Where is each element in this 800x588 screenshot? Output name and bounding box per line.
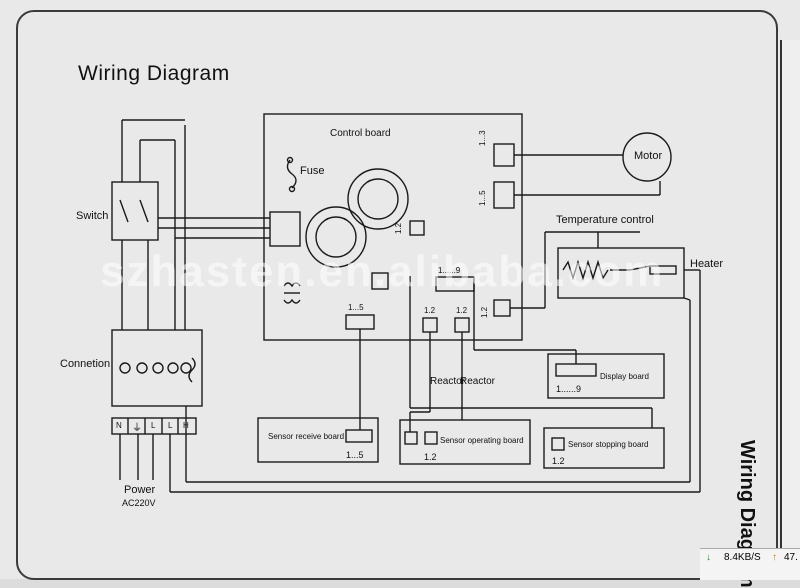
- page-title: Wiring Diagram: [78, 62, 230, 85]
- sensor-stopping-box: [543, 427, 665, 469]
- transformer-ring-1: [347, 168, 409, 230]
- temperature-control-label: Temperature control: [556, 214, 654, 226]
- reactor-b-label: Reactor: [460, 376, 496, 387]
- switch-box: [111, 181, 159, 241]
- sensor-operating-box: [399, 419, 531, 465]
- motor-pins-label: 1...3: [478, 130, 487, 146]
- temp-pins-label: 1...5: [478, 190, 487, 206]
- reactor-a-label: Reactor: [430, 376, 466, 387]
- connection-box: [111, 329, 203, 407]
- motor-connector: [493, 143, 515, 167]
- reactor-pins-b-label: 1.2: [456, 306, 468, 315]
- display-pins-board-label: 1......9: [438, 266, 461, 275]
- control-board-label: Control board: [330, 128, 391, 139]
- terminal-block: [111, 417, 197, 435]
- small-connector-2: [371, 272, 389, 290]
- sensor-receive-connector: [345, 314, 375, 330]
- transformer-ring-2: [305, 206, 367, 268]
- download-status-bar: ↓ 8.4KB/S ↑ 47.: [700, 548, 800, 580]
- transformer-coil: [283, 282, 301, 304]
- sensor-stopping-pins-label: 1.2: [552, 456, 565, 466]
- motor-circle: [622, 132, 672, 182]
- connection-label: Connetion: [60, 358, 111, 370]
- terminal-ground: ⏚: [132, 423, 142, 434]
- sensor-receive-box: [257, 417, 379, 463]
- download-speed: 8.4KB/S: [724, 552, 761, 563]
- display-board-box: [547, 353, 665, 399]
- terminal-l2: L: [168, 421, 173, 430]
- heater-connector: [493, 299, 511, 317]
- download-arrow-icon: ↓: [706, 552, 711, 563]
- small-connector-1: [409, 220, 425, 236]
- upload-value: 47.: [784, 552, 798, 563]
- sensor-receive-board-label: Sensor receive board: [268, 432, 345, 441]
- watermark: szhasten.en.alibaba.com: [100, 247, 665, 296]
- power-label: Power: [124, 484, 156, 496]
- control-board-outline: [263, 113, 523, 341]
- upload-arrow-icon: ↑: [772, 552, 777, 563]
- switch-label: Switch: [76, 210, 109, 222]
- reactor-connector-b: [454, 317, 470, 333]
- mid-pins-label: 1.2: [394, 222, 403, 234]
- fuse-label: Fuse: [300, 165, 325, 177]
- terminal-n: N: [116, 421, 122, 430]
- sensor-operating-pins-label: 1.2: [424, 452, 437, 462]
- terminal-l1: L: [151, 421, 156, 430]
- motor-label: Motor: [634, 150, 663, 162]
- sensor-operating-board-label: Sensor operating board: [440, 436, 524, 445]
- sensor-receive-pins-label: 1...5: [346, 450, 364, 460]
- heater-box: [557, 247, 685, 299]
- left-pins-label: 1...5: [348, 303, 364, 312]
- terminal-h: H: [183, 421, 189, 430]
- fuse-symbol: [286, 159, 297, 189]
- display-board-label: Display board: [600, 372, 649, 381]
- heater-label: Heater: [690, 258, 724, 270]
- heater-pins-label: 1.2: [480, 306, 489, 318]
- ac-voltage-label: AC220V: [122, 498, 156, 508]
- side-margin: [780, 40, 800, 580]
- sensor-stopping-board-label: Sensor stopping board: [568, 440, 649, 449]
- reactor-connector-a: [422, 317, 438, 333]
- temp-connector: [493, 181, 515, 209]
- power-connector: [269, 211, 301, 247]
- heater-element: [562, 259, 609, 281]
- display-board-pins-label: 1......9: [556, 384, 582, 394]
- reactor-pins-a-label: 1.2: [424, 306, 436, 315]
